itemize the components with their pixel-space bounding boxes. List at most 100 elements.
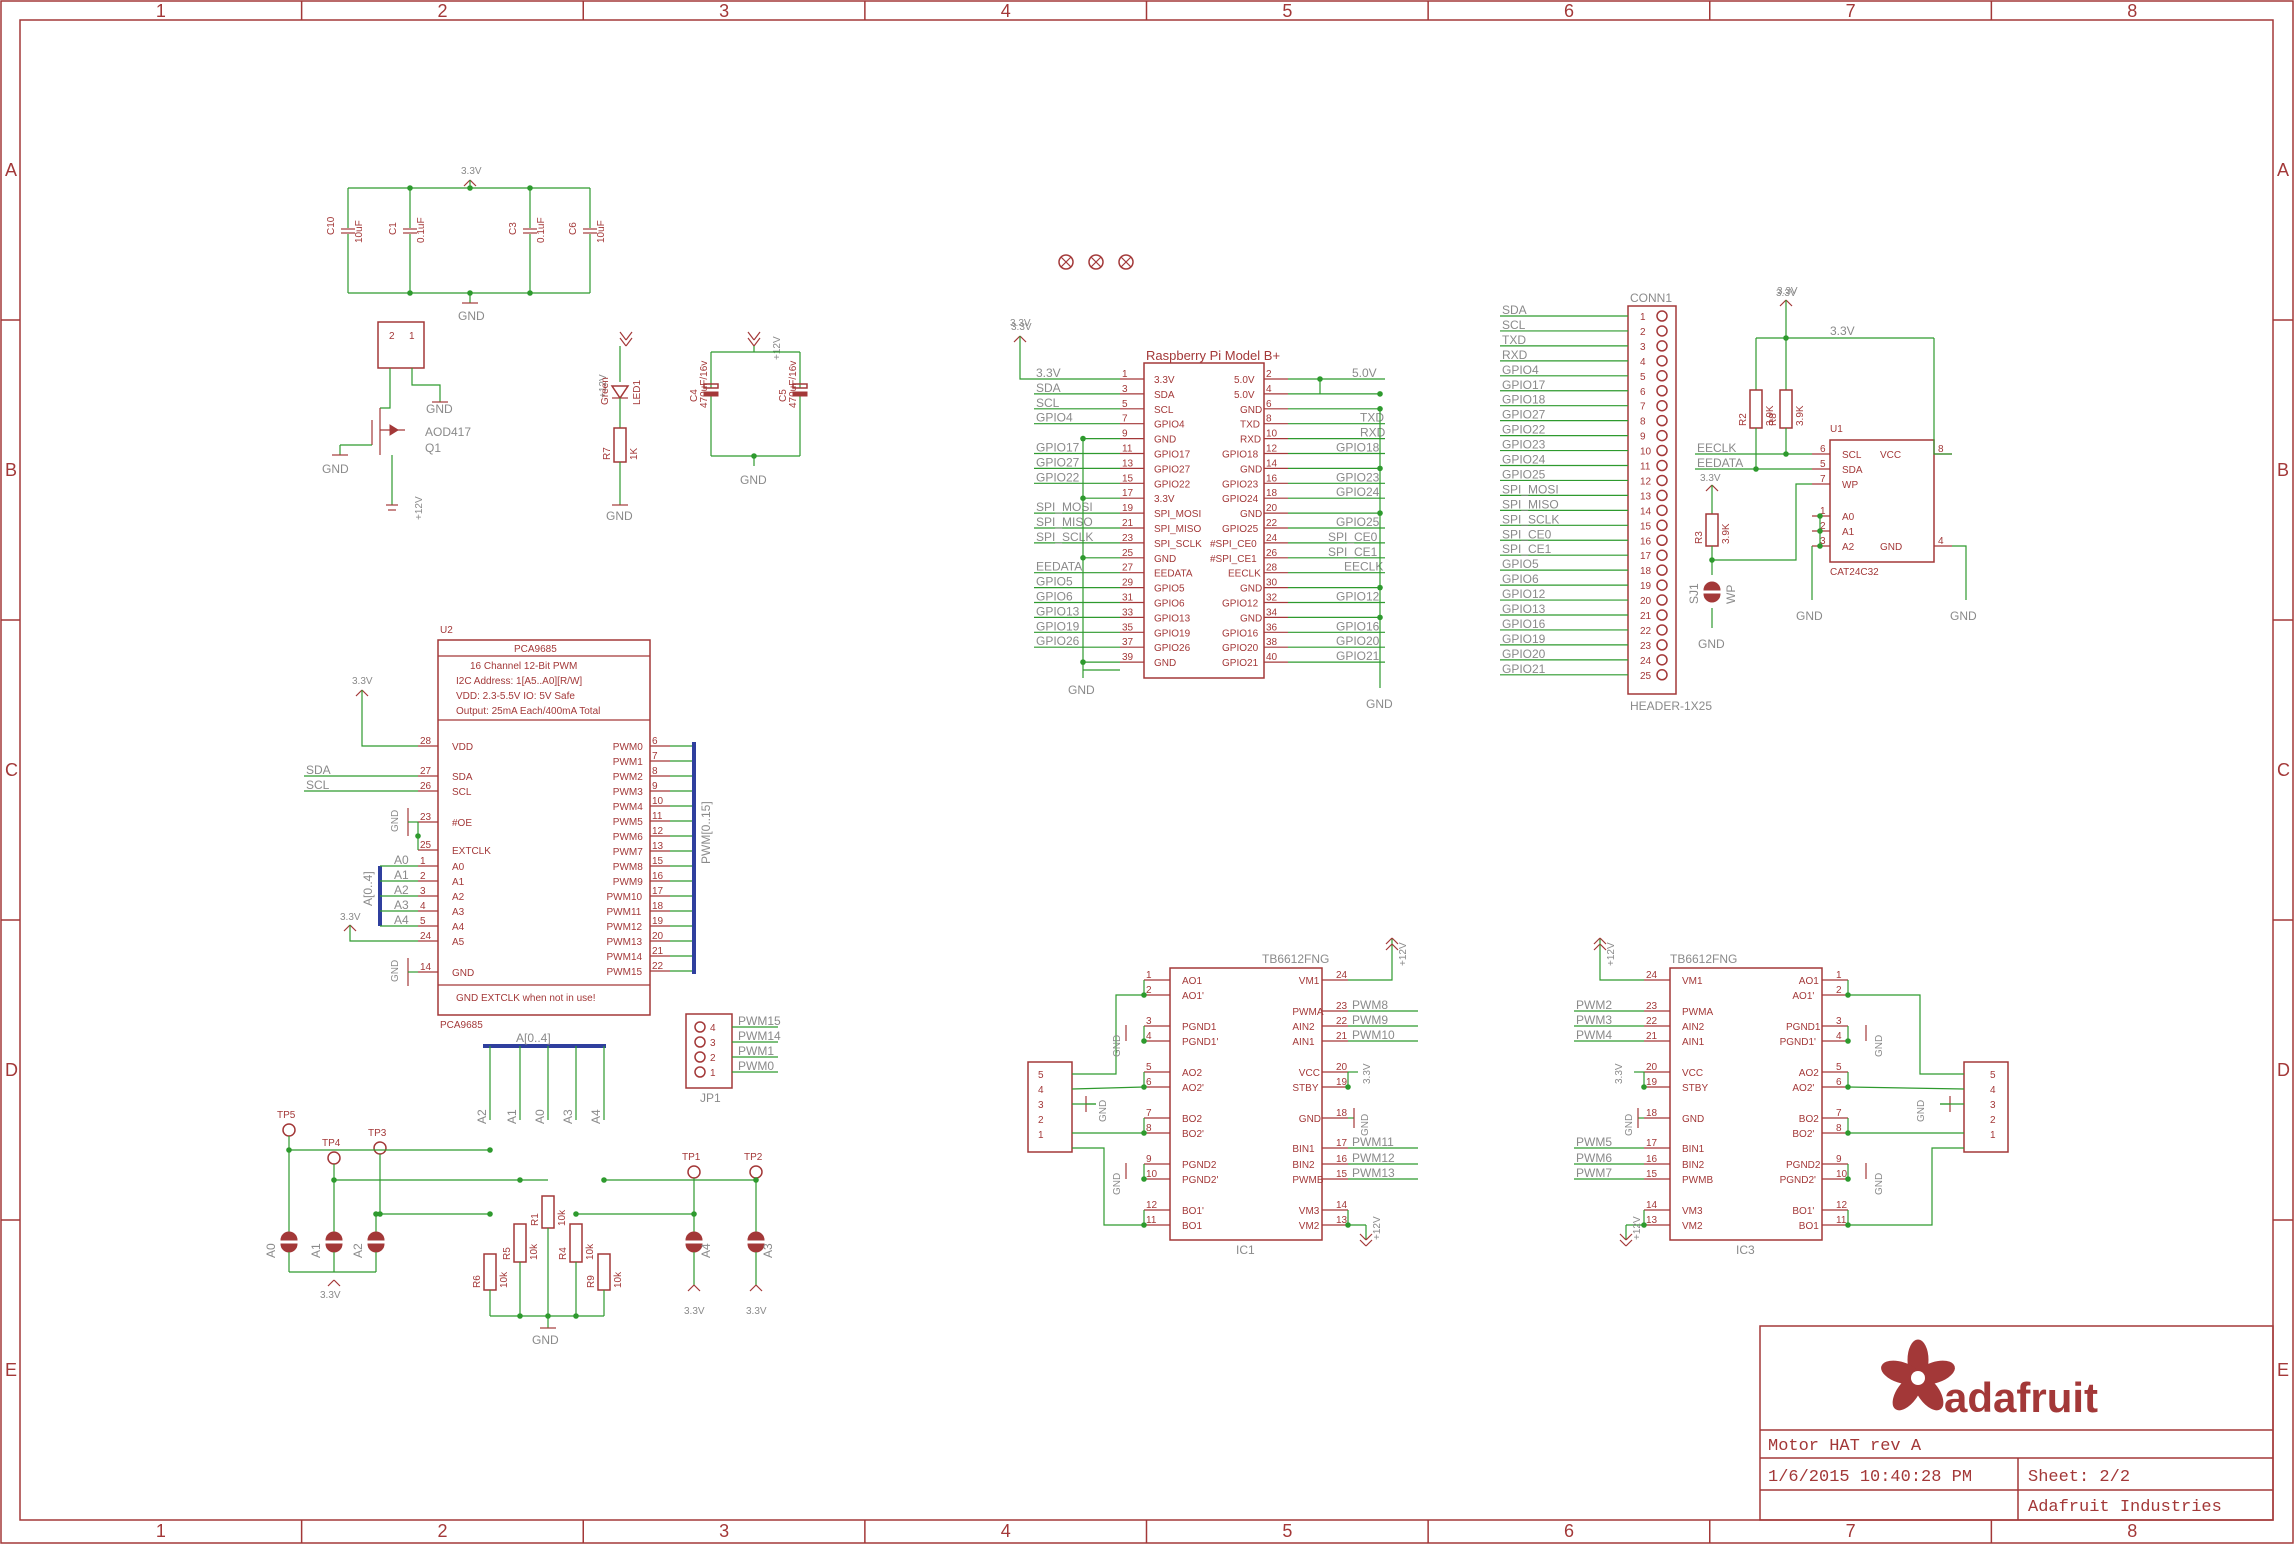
net-label: TXD <box>1502 333 1526 347</box>
supply-label: +12V <box>598 374 609 398</box>
pin-name: PWM3 <box>613 787 643 798</box>
wire-path <box>1952 545 1967 600</box>
pin-name: PGND2 <box>1182 1160 1217 1171</box>
resistor-ref: R7 <box>602 447 613 460</box>
pca-name: PCA9685 <box>440 1020 483 1031</box>
pin-number: 27 <box>420 766 432 777</box>
pin-name: PWM13 <box>607 937 643 948</box>
junction-dot <box>1817 513 1823 519</box>
pin-number: 11 <box>1146 1215 1157 1226</box>
pin-number: 13 <box>1646 1215 1658 1226</box>
pin-number: 19 <box>1122 503 1134 514</box>
net-label: A0 <box>533 1109 547 1124</box>
test-point <box>282 1123 296 1137</box>
pin-number: 2 <box>389 331 395 342</box>
grid-column-label: 8 <box>2127 1 2137 21</box>
pin-number: 20 <box>1336 1062 1348 1073</box>
net-label: SPI_MISO <box>1036 515 1093 529</box>
cap-ref: C1 <box>388 222 399 235</box>
net-label: GPIO17 <box>1036 441 1080 455</box>
pin-name: A0 <box>1842 512 1855 523</box>
pin-name: PWMB <box>1292 1175 1323 1186</box>
pin-name: EECLK <box>1228 569 1261 580</box>
conn1-ref: CONN1 <box>1630 291 1672 305</box>
pin-name: VM2 <box>1682 1221 1703 1232</box>
pin-number: 16 <box>1266 473 1278 484</box>
pin-number: 16 <box>1646 1154 1658 1165</box>
pin-number: 11 <box>1640 462 1651 473</box>
junction-dot <box>527 185 533 191</box>
resistor-body <box>613 427 627 463</box>
junction-dot <box>1783 451 1789 457</box>
grid-row-label: E <box>5 1360 17 1380</box>
supply-arrow <box>1365 1233 1373 1241</box>
pin-name: A1 <box>1842 527 1855 538</box>
net-label: A2 <box>475 1109 489 1124</box>
pin-number: 14 <box>420 962 432 973</box>
pin-name: VCC <box>1682 1068 1703 1079</box>
resistor-ref: R3 <box>1694 531 1705 544</box>
net-label: TXD <box>1360 411 1384 425</box>
pin-number: 14 <box>1640 506 1652 517</box>
gnd-label: GND <box>1874 1173 1885 1195</box>
pin-name: A0 <box>452 862 465 873</box>
pin-number: 3 <box>1640 342 1646 353</box>
pin-name: A5 <box>452 937 465 948</box>
pin-number: 4 <box>420 901 426 912</box>
net-label: A1 <box>505 1109 519 1124</box>
junction-dot <box>487 1147 493 1153</box>
pin-number: 7 <box>1640 402 1646 413</box>
cap-value: 10uF <box>596 220 607 243</box>
supply-arrow <box>1359 1239 1367 1247</box>
pin-number: 12 <box>1266 444 1278 455</box>
header-pin <box>694 1051 706 1063</box>
pin-name: BO1 <box>1182 1221 1202 1232</box>
pin-number: 18 <box>1266 488 1278 499</box>
pin-name: GPIO16 <box>1222 628 1259 639</box>
pin-number: 14 <box>1336 1200 1348 1211</box>
header-pin <box>1656 639 1668 651</box>
pin-name: #SPI_CE1 <box>1210 554 1257 565</box>
cap-plate <box>792 391 808 397</box>
gnd-label: GND <box>390 810 401 832</box>
resistor-ref: R4 <box>558 1247 569 1260</box>
driver-value: TB6612FNG <box>1262 952 1329 966</box>
test-point <box>373 1141 387 1155</box>
pin-number: 13 <box>1640 491 1652 502</box>
supply-label: +12V <box>414 496 425 520</box>
pin-name: AIN2 <box>1292 1022 1315 1033</box>
supply-arrow <box>625 337 633 347</box>
pin-number: 23 <box>1646 1001 1658 1012</box>
pin-number: 7 <box>652 751 658 762</box>
pin-number: 12 <box>1146 1200 1158 1211</box>
pin-name: A4 <box>452 922 465 933</box>
supply-arrow <box>463 179 471 187</box>
pin-number: 8 <box>1836 1123 1842 1134</box>
pin-number: 1 <box>1038 1130 1044 1141</box>
resistor-value: 10k <box>529 1243 540 1260</box>
supply-arrow <box>1619 1233 1627 1241</box>
junction-dot <box>517 1177 523 1183</box>
pin-number: 29 <box>1122 578 1134 589</box>
resistor-body <box>513 1223 527 1263</box>
supply-label: 3.3V <box>1776 288 1797 299</box>
pin-number: 2 <box>1820 521 1826 532</box>
jumper-pad <box>685 1231 703 1241</box>
supply-arrow <box>469 179 477 187</box>
cap-ref: C10 <box>326 216 337 235</box>
pin-name: PGND1 <box>1786 1022 1821 1033</box>
pin-number: 4 <box>1640 357 1646 368</box>
pin-number: 7 <box>1122 414 1128 425</box>
header-pin <box>1656 624 1668 636</box>
fiducial-marks <box>1058 254 1134 270</box>
pin-number: 8 <box>1640 417 1646 428</box>
pin-number: 6 <box>652 736 658 747</box>
header-pin <box>1656 429 1668 442</box>
gnd-label: GND <box>1112 1035 1123 1057</box>
pin-name: AIN2 <box>1682 1022 1705 1033</box>
pin-number: 1 <box>1640 312 1646 323</box>
supply-label: 3.3V <box>1011 322 1032 333</box>
pin-number: 6 <box>1836 1077 1842 1088</box>
pin-name: GND <box>1240 509 1262 520</box>
test-point-ref: TP3 <box>368 1128 387 1139</box>
